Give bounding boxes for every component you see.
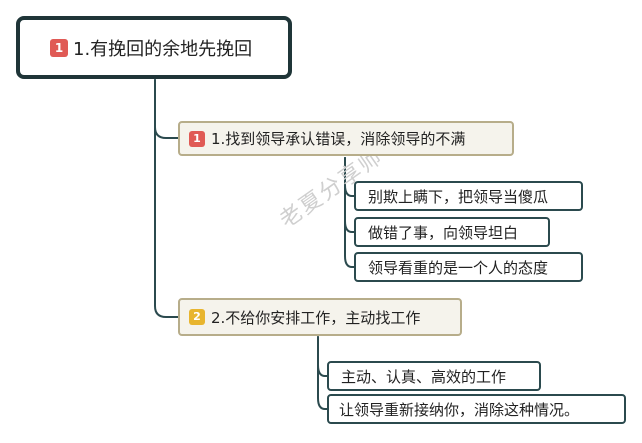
connector-root-to-branch-2: [154, 79, 179, 318]
leaf-node-1-2[interactable]: 做错了事，向领导坦白: [354, 217, 550, 247]
leaf-node-1-3[interactable]: 领导看重的是一个人的态度: [354, 252, 583, 282]
leaf-node-2-2[interactable]: 让领导重新接纳你，消除这种情况。: [327, 394, 626, 424]
root-node[interactable]: 1 1.有挽回的余地先挽回: [16, 16, 292, 79]
leaf-node-label: 领导看重的是一个人的态度: [368, 258, 549, 277]
priority-2-badge: 2: [189, 309, 205, 325]
leaf-node-label: 别欺上瞒下，把领导当傻瓜: [368, 187, 549, 206]
priority-1-badge: 1: [189, 130, 205, 147]
branch-node-label: 2.不给你安排工作，主动找工作: [211, 308, 421, 327]
connector-branch-2-to-leaf-2: [317, 336, 328, 410]
priority-1-badge: 1: [50, 38, 68, 57]
branch-node-2[interactable]: 2 2.不给你安排工作，主动找工作: [178, 298, 462, 336]
leaf-node-label: 让领导重新接纳你，消除这种情况。: [339, 400, 580, 419]
root-node-label: 1.有挽回的余地先挽回: [73, 38, 253, 60]
leaf-node-label: 做错了事，向领导坦白: [368, 223, 519, 242]
branch-node-1[interactable]: 1 1.找到领导承认错误，消除领导的不满: [178, 121, 514, 156]
branch-node-label: 1.找到领导承认错误，消除领导的不满: [211, 130, 466, 148]
leaf-node-1-1[interactable]: 别欺上瞒下，把领导当傻瓜: [354, 181, 583, 211]
connector-branch-2-to-leaf-1: [317, 336, 328, 377]
connector-root-to-branch-1: [154, 79, 179, 139]
leaf-node-2-1[interactable]: 主动、认真、高效的工作: [327, 361, 541, 391]
leaf-node-label: 主动、认真、高效的工作: [341, 367, 507, 386]
